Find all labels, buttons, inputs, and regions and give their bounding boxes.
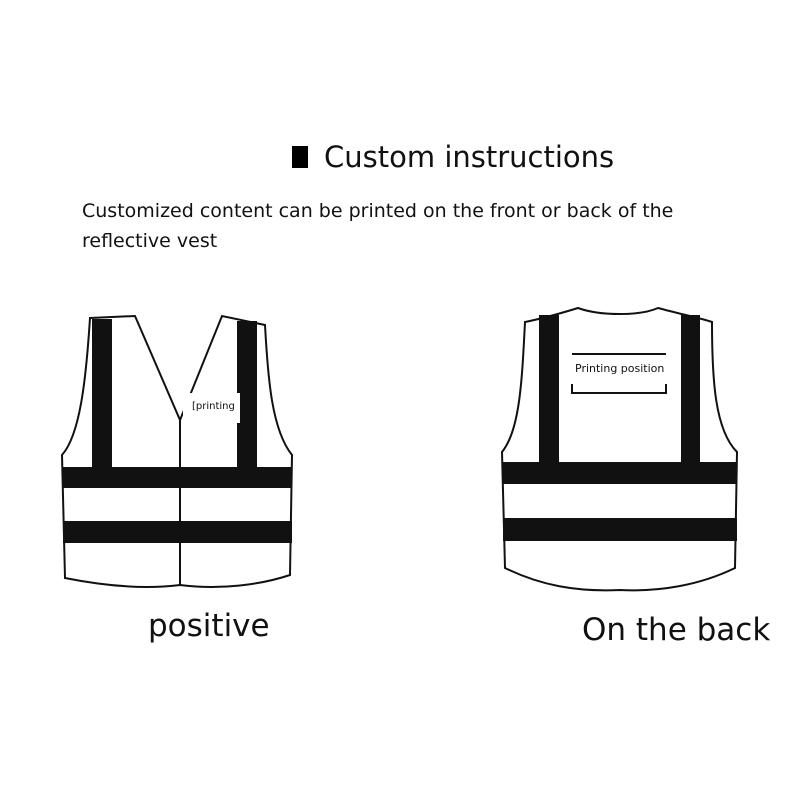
front-caption: positive [148, 608, 270, 644]
description-text: Customized content can be printed on the… [82, 200, 674, 252]
title-text: Custom instructions [324, 140, 615, 174]
square-bullet-icon [292, 146, 308, 168]
front-vest-image [60, 314, 294, 589]
section-title: Custom instructions [292, 140, 614, 174]
back-caption: On the back [582, 612, 771, 648]
front-print-label: [printing [192, 401, 235, 412]
back-print-label: Printing position [575, 362, 665, 375]
back-vest-image [500, 306, 739, 592]
